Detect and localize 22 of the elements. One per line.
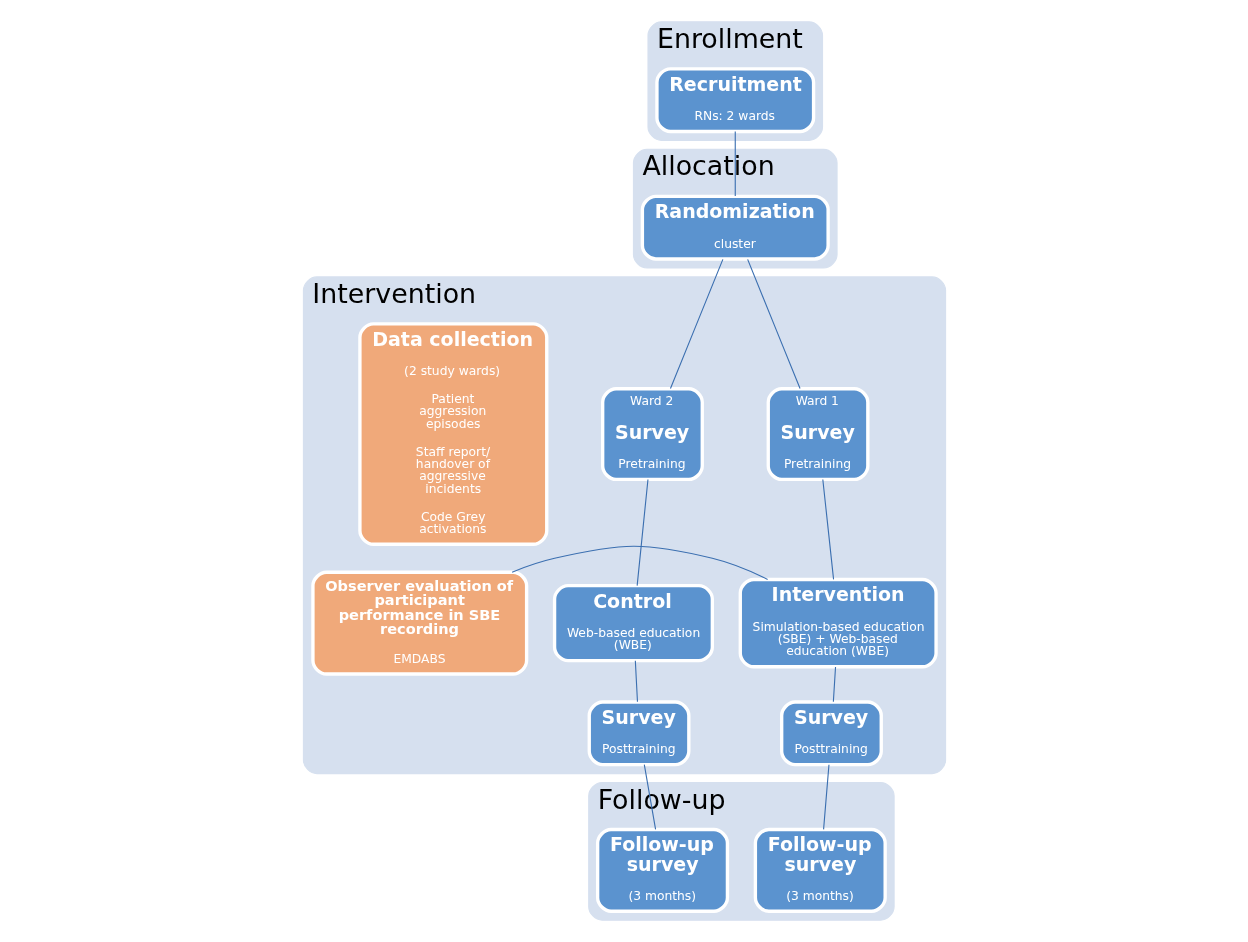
node-box: Intervention Simulation-based education (SBE) + Web-based education (WBE) [738,577,938,669]
connector [669,258,723,390]
connector [832,666,836,703]
node-box: Control Web-based education (WBE) [552,584,714,663]
node-box: Survey Posttraining [587,700,690,767]
node-box: Ward 1 Survey Pretraining [766,387,869,482]
node-box: Follow-up survey (3 months) [753,827,887,913]
connector [822,764,829,830]
connector [636,478,648,587]
node-box: Ward 2 Survey Pretraining [600,387,704,482]
node-box: Randomization cluster [640,194,830,261]
node-box: Follow-up survey (3 months) [595,827,729,913]
connector [734,131,736,197]
connector [821,478,834,580]
connector [643,764,656,830]
node-box: Data collection (2 study wards) Patient aggression episodes Staff report/ handover of aggressive incidents Code Grey activations [357,322,548,546]
connector [634,660,638,703]
connector [746,258,801,390]
node-box: Survey Posttraining [779,700,883,767]
node-box: Observer evaluation of participant performance in SBE recording EMDABS [310,570,528,676]
node-box: Recruitment RNs: 2 wards [654,67,815,134]
connector [511,545,768,580]
